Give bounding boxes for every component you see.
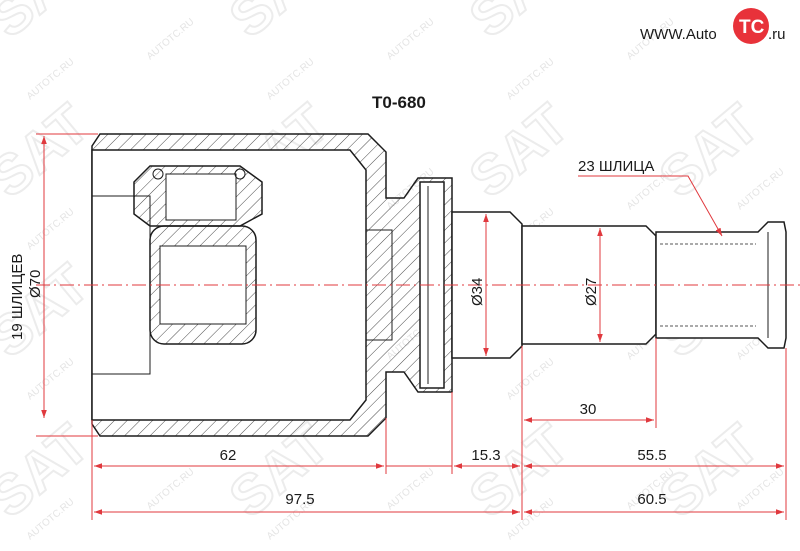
right-spline-label: 23 ШЛИЦА (578, 158, 654, 175)
left-spline-label: 19 ШЛИЦЕВ (9, 254, 26, 340)
logo-badge-text: TC (739, 17, 765, 38)
watermark-brand-text: SAT (0, 92, 100, 210)
shaft-diameter-2-label: Ø27 (583, 278, 600, 306)
logo-badge-icon (733, 8, 769, 44)
part-number: T0-680 (372, 93, 426, 112)
shaft-total-length-label: 60.5 (637, 491, 666, 508)
watermark-site-text: AUTOTC.RU (505, 56, 557, 102)
autotc-logo: WWW.Auto TC .ru (640, 8, 786, 44)
watermark-brand-text: SAT (0, 0, 100, 49)
watermark-site-text: AUTOTC.RU (385, 16, 437, 62)
housing-length-label: 62 (220, 447, 237, 464)
watermark-site-text: AUTOTC.RU (145, 16, 197, 62)
watermark-brand-text: SAT (457, 0, 580, 49)
outer-diameter-label: Ø70 (27, 270, 44, 298)
dimension-lines (36, 133, 787, 520)
logo-suffix: .ru (768, 26, 786, 43)
watermark-site-text: AUTOTC.RU (505, 356, 557, 402)
collar-length-label: 15.3 (471, 447, 500, 464)
total-length-label: 97.5 (285, 491, 314, 508)
logo-prefix: WWW.Auto (640, 26, 717, 43)
watermark-site-text: AUTOTC.RU (25, 356, 77, 402)
watermark-site-text: AUTOTC.RU (145, 466, 197, 512)
watermark-site-text: AUTOTC.RU (385, 466, 437, 512)
shaft-length-label: 55.5 (637, 447, 666, 464)
shaft-diameter-1-label: Ø34 (469, 278, 486, 306)
watermark-site-text: AUTOTC.RU (25, 56, 77, 102)
watermark-site-text: AUTOTC.RU (265, 56, 317, 102)
watermark-site-text: AUTOTC.RU (25, 206, 77, 252)
watermark-brand-text: SAT (457, 92, 580, 210)
watermark-site-text: AUTOTC.RU (735, 166, 787, 212)
spline-length-label: 30 (580, 401, 597, 418)
watermark-brand-text: SAT (217, 0, 340, 49)
